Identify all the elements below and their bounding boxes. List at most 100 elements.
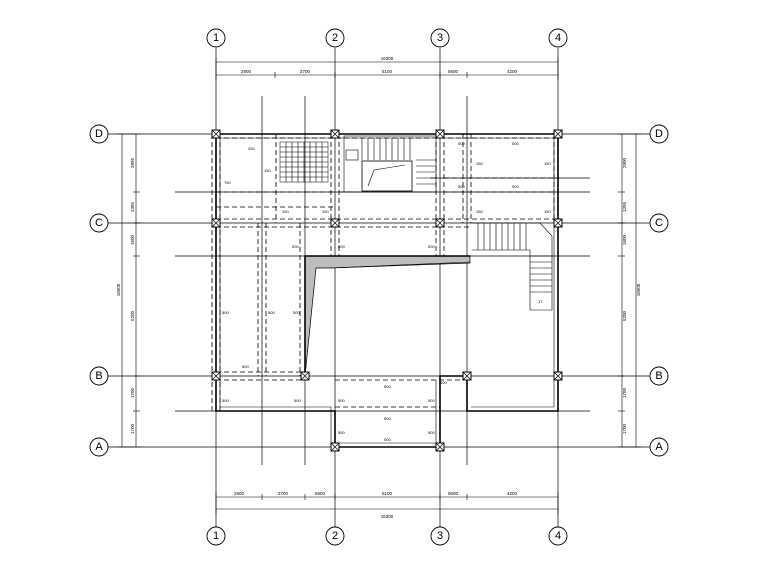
right-dim-6: 1700 [622, 423, 627, 434]
column [435, 129, 445, 139]
svg-text:C: C [655, 217, 663, 229]
beam-label: 500 [242, 364, 249, 369]
svg-text:3: 3 [437, 530, 443, 542]
beam-label: 500 [458, 141, 465, 146]
svg-text:D: D [655, 128, 663, 140]
grid-bubble-D-right: D [649, 124, 669, 144]
grid-bubble-4-bottom: 4 [548, 526, 568, 546]
svg-text:4: 4 [555, 530, 561, 542]
grid-bubble-D-left: D [89, 124, 109, 144]
column [300, 371, 310, 381]
top-dim-2: 2700 [300, 69, 311, 74]
top-dim-1: 2900 [241, 69, 252, 74]
beam-label: 500 [428, 244, 435, 249]
beam-lines [211, 134, 558, 411]
top-total-dim: 16300 [381, 56, 394, 61]
beam-label: 500 [428, 430, 435, 435]
stair-right: 17 [472, 222, 553, 311]
beam-label: 150 [264, 168, 271, 173]
svg-text:D: D [95, 128, 103, 140]
beam-label: 500 [512, 141, 519, 146]
svg-text:A: A [655, 441, 663, 453]
grid-bubbles-bottom: 1 2 3 4 [206, 526, 568, 546]
grid-bubble-A-right: A [649, 437, 669, 457]
top-dim-3: 5100 [382, 69, 393, 74]
right-dim-2: 1395 [622, 201, 627, 212]
beam-label: 500 [512, 184, 519, 189]
right-total-dim: 16500 [636, 283, 641, 296]
beam-label: 150 [476, 209, 483, 214]
beam-size-labels: 250 150 750 500 500 150 150 150 500 150 … [222, 141, 551, 442]
svg-text:C: C [95, 217, 103, 229]
column [330, 218, 340, 228]
bottom-dim-5: 5600 [448, 491, 459, 496]
svg-text:B: B [95, 370, 102, 382]
bottom-dim-6: 4200 [507, 491, 518, 496]
grid-bubble-3-bottom: 3 [430, 526, 450, 546]
beam-label: 500 [384, 384, 391, 389]
stair-label: 17 [538, 299, 543, 304]
beam-label: 500 [338, 244, 345, 249]
svg-text:A: A [95, 441, 103, 453]
beam-label: 500 [440, 380, 447, 385]
column [462, 371, 472, 381]
grid-bubble-B-right: B [649, 366, 669, 386]
beam-label: 150 [322, 209, 329, 214]
svg-text:4: 4 [555, 32, 561, 44]
grid-bubble-C-right: C [649, 213, 669, 233]
column [211, 218, 221, 228]
left-dimension-chain: 16500 2895 1395 1600 5200 1700 1700 [116, 133, 140, 448]
beam-label: 500 [268, 310, 275, 315]
left-dim-4: 5200 [130, 310, 135, 321]
svg-text:3: 3 [437, 32, 443, 44]
svg-text:1: 1 [213, 32, 219, 44]
column [211, 371, 221, 381]
bottom-dim-1: 2900 [234, 491, 245, 496]
left-dim-1: 2895 [130, 157, 135, 168]
grid-bubble-B-left: B [89, 366, 109, 386]
column [553, 371, 563, 381]
beam-label: 500 [338, 398, 345, 403]
grid-bubble-4-top: 4 [548, 28, 568, 48]
top-dim-5: 4200 [507, 69, 518, 74]
beam-label: 500 [293, 310, 300, 315]
beam-label: 500 [292, 244, 299, 249]
bottom-dimension-chain: 2900 2700 5600 5100 5600 4200 16300 [215, 491, 559, 519]
slab-hatch [279, 141, 329, 183]
beam-label: 150 [544, 161, 551, 166]
beam-label: 500 [428, 398, 435, 403]
beam-label: 500 [458, 184, 465, 189]
top-dimension-chain: 16300 2900 2700 5100 5600 4200 [215, 56, 559, 80]
left-dim-6: 1700 [130, 423, 135, 434]
beam-label: 500 [294, 398, 301, 403]
svg-text:B: B [655, 370, 662, 382]
grid-bubble-2-bottom: 2 [325, 526, 345, 546]
column [553, 129, 563, 139]
stair-top [343, 135, 437, 193]
grid-bubbles-left: D C B A [89, 124, 109, 457]
floor-opening [304, 255, 471, 377]
grid-bubble-C-left: C [89, 213, 109, 233]
column [211, 129, 221, 139]
bottom-dim-4: 5100 [382, 491, 393, 496]
right-dim-1: 2900 [622, 157, 627, 168]
left-dim-3: 1600 [130, 234, 135, 245]
column [553, 218, 563, 228]
right-dim-5: 1700 [622, 387, 627, 398]
grid-bubble-3-top: 3 [430, 28, 450, 48]
svg-text:2: 2 [332, 530, 338, 542]
column [330, 442, 340, 452]
beam-label: 250 [248, 146, 255, 151]
right-dim-4: 5200 [622, 310, 627, 321]
left-dim-2: 1395 [130, 201, 135, 212]
left-dim-5: 1700 [130, 387, 135, 398]
column [435, 442, 445, 452]
grid-bubbles-right: D C B A [649, 124, 669, 457]
grid-bubble-2-top: 2 [325, 28, 345, 48]
grid-bubble-A-left: A [89, 437, 109, 457]
vertical-grid-lines [215, 48, 559, 528]
beam-label: 500 [338, 430, 345, 435]
beam-label: 500 [384, 437, 391, 442]
columns [211, 129, 563, 452]
